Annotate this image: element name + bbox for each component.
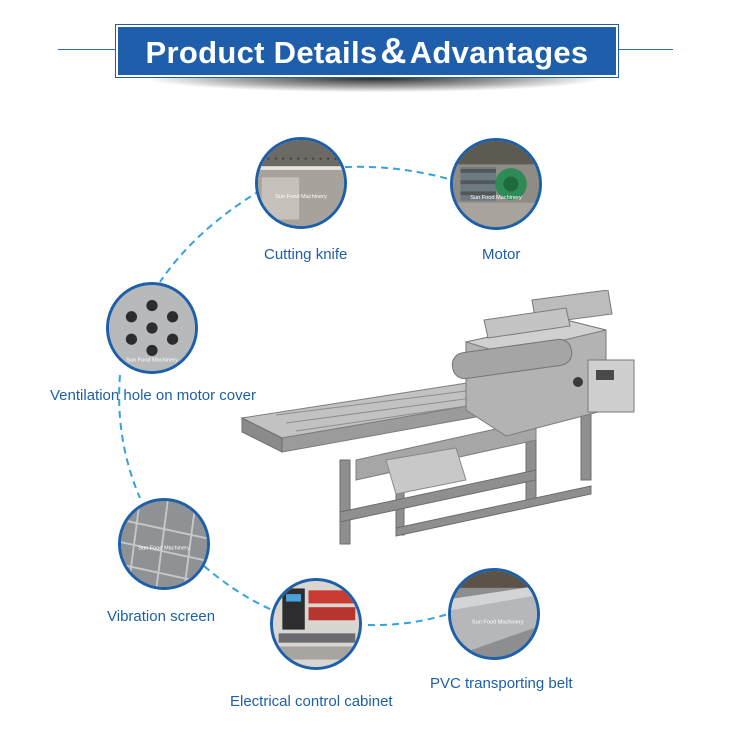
header-line-right [618, 49, 673, 50]
watermark-text: Sun Food Machinery [275, 194, 327, 200]
page-title: Product Details&Advantages [146, 30, 589, 72]
watermark-text: Sun Food Machinery [470, 195, 522, 201]
title-part-2: Advantages [409, 35, 589, 70]
feature-label: Electrical control cabinet [230, 693, 393, 710]
header-line-left [58, 49, 116, 50]
control-cabinet-photo [270, 578, 362, 670]
feature-label: Vibration screen [107, 608, 216, 625]
feature-label: Ventilation hole on motor cover [50, 387, 256, 404]
title-banner: Product Details&Advantages [116, 25, 618, 77]
cutting-knife-photo: Sun Food Machinery [255, 137, 347, 229]
watermark-text: Sun Food Machinery [472, 619, 524, 625]
feature-label: PVC transporting belt [430, 675, 573, 692]
feature-label: Motor [482, 246, 521, 263]
title-part-1: Product Details [145, 35, 378, 70]
pvc-belt-photo: Sun Food Machinery [448, 568, 540, 660]
vibration-screen-photo: Sun Food Machinery [118, 498, 210, 590]
feature-label: Cutting knife [264, 246, 348, 263]
motor-photo: Sun Food Machinery [450, 138, 542, 230]
title-ampersand: & [380, 30, 407, 71]
machine-illustration [240, 290, 635, 545]
watermark-text: Sun Food Machinery [138, 546, 190, 552]
watermark-text: Sun Food Machinery [126, 358, 178, 364]
ventilation-hole-photo: Sun Food Machinery [106, 282, 198, 374]
banner-shadow [150, 78, 600, 92]
